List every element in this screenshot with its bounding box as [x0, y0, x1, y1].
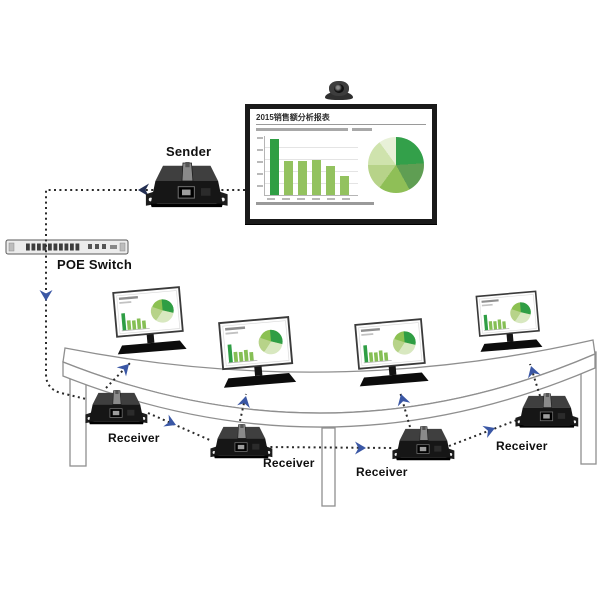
table-front-edge [62, 353, 596, 428]
receiver-label-1: Receiver [108, 431, 160, 445]
slide-pie-chart [368, 137, 424, 193]
slide-bar [298, 161, 307, 195]
receiver-label-3: Receiver [356, 465, 408, 479]
cable-receiver1-receiver2 [147, 412, 213, 442]
cable-display-sender-switch-receiver1 [45, 189, 245, 400]
cable-receiver3-monitor3 [399, 391, 411, 428]
slide-bar-chart [257, 136, 358, 200]
slide-footer-placeholder [256, 202, 374, 205]
receiver-device-3 [392, 425, 455, 461]
cable-receiver1-monitor1 [105, 361, 132, 389]
receiver-label-2: Receiver [263, 456, 315, 470]
slide-title: 2015销售额分析报表 [256, 113, 330, 122]
cable-receiver3-receiver4 [448, 419, 518, 447]
sender-label: Sender [166, 144, 212, 159]
switch-ports [26, 243, 80, 251]
slide-bar [284, 160, 293, 195]
poe-switch-device [5, 239, 129, 255]
sender-device [145, 161, 229, 208]
receiver-device-4 [515, 392, 579, 429]
receiver-device-2 [210, 423, 273, 459]
slide-subtitle-placeholder [256, 128, 426, 131]
arrow-right-icon [355, 441, 366, 455]
receiver-label-4: Receiver [496, 439, 548, 453]
camera-lens-icon [329, 81, 349, 96]
poe-switch-label: POE Switch [57, 257, 132, 272]
arrow-up-right-icon [482, 421, 498, 439]
presentation-display: 2015销售额分析报表 [245, 104, 437, 224]
slide-bar [340, 175, 349, 195]
camera-base [325, 92, 353, 100]
conference-table [62, 339, 597, 507]
table-monitor-1 [111, 286, 188, 356]
slide-title-underline [256, 124, 426, 125]
table-monitor-4 [474, 290, 544, 354]
slide-bar [270, 138, 279, 195]
slide-bar [326, 165, 335, 195]
slide-bar-chart-bars [265, 136, 358, 195]
arrow-down-icon [39, 290, 53, 301]
slide-bar [312, 159, 321, 195]
arrow-right-icon [163, 414, 179, 431]
video-camera [324, 81, 354, 100]
slide-chart-area [257, 136, 426, 200]
table-leg-center [321, 427, 336, 507]
